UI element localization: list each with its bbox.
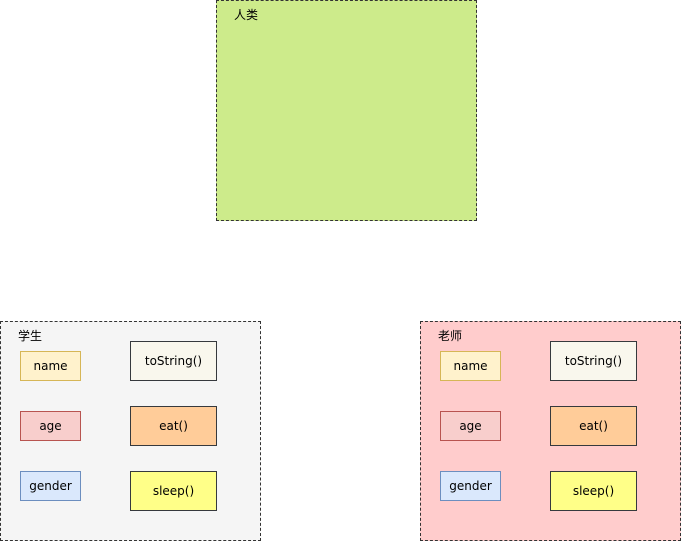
human-group-label: 人类 xyxy=(234,8,259,22)
human-group[interactable]: 人类 xyxy=(216,0,477,221)
teacher-field-gender[interactable]: gender xyxy=(440,471,501,501)
student-method-sleep[interactable]: sleep() xyxy=(130,471,217,511)
teacher-field-age[interactable]: age xyxy=(440,411,501,441)
student-group[interactable]: 学生 name age gender toString() eat() slee… xyxy=(0,321,261,541)
student-group-label: 学生 xyxy=(18,329,43,343)
teacher-group-label: 老师 xyxy=(438,329,463,343)
student-field-gender[interactable]: gender xyxy=(20,471,81,501)
student-field-name[interactable]: name xyxy=(20,351,81,381)
teacher-method-eat[interactable]: eat() xyxy=(550,406,637,446)
teacher-method-tostring[interactable]: toString() xyxy=(550,341,637,381)
teacher-method-sleep[interactable]: sleep() xyxy=(550,471,637,511)
student-method-eat[interactable]: eat() xyxy=(130,406,217,446)
teacher-group[interactable]: 老师 name age gender toString() eat() slee… xyxy=(420,321,681,541)
student-method-tostring[interactable]: toString() xyxy=(130,341,217,381)
teacher-field-name[interactable]: name xyxy=(440,351,501,381)
student-field-age[interactable]: age xyxy=(20,411,81,441)
